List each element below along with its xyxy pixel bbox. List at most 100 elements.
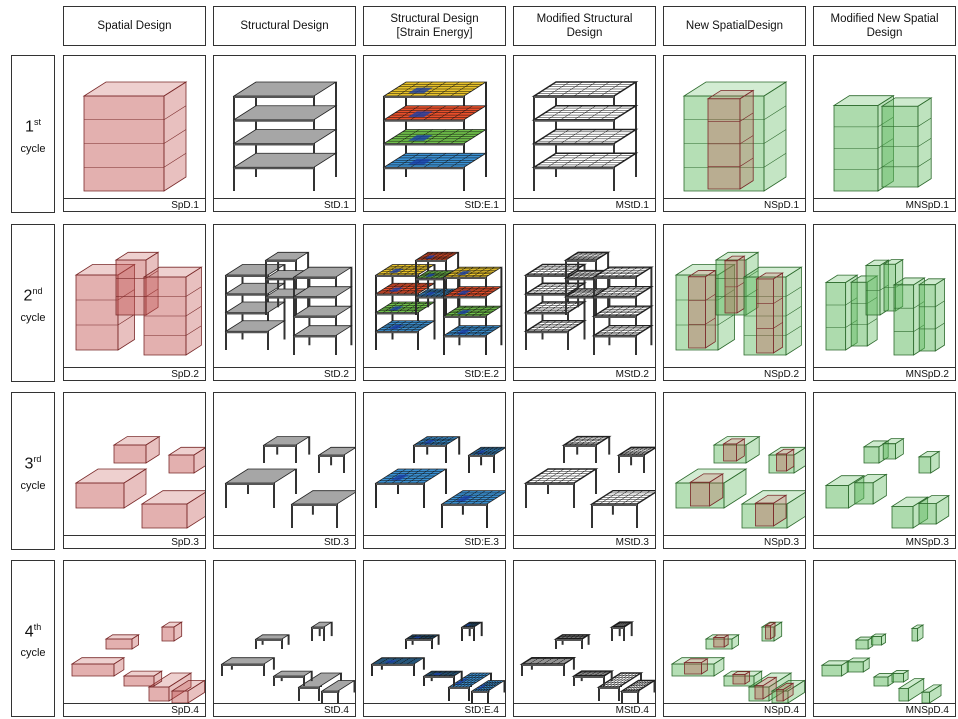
cell-strain-cycle-3: StD:E.3 bbox=[363, 392, 506, 549]
cell-modstruct-cycle-2: MStD.2 bbox=[513, 224, 656, 381]
spatial-box bbox=[881, 437, 905, 460]
design-illustration bbox=[220, 621, 355, 703]
spatial-box bbox=[674, 263, 736, 351]
cell-spatial-cycle-1: SpD.1 bbox=[63, 55, 206, 212]
spatial-box bbox=[775, 448, 796, 472]
spatial-box bbox=[104, 634, 140, 650]
spatial-box bbox=[880, 97, 933, 188]
spatial-box bbox=[775, 682, 795, 702]
structure-frame bbox=[262, 436, 311, 463]
design-label: NSpD.2 bbox=[664, 367, 805, 380]
design-label: MStD.1 bbox=[514, 198, 655, 211]
structure-frame bbox=[374, 468, 448, 508]
design-label: MNSpD.2 bbox=[814, 367, 955, 380]
spatial-box bbox=[731, 670, 751, 685]
structure-frame bbox=[470, 680, 505, 703]
spatial-box bbox=[682, 81, 788, 192]
design-illustration bbox=[382, 81, 488, 191]
structure-frame bbox=[414, 251, 460, 315]
spatial-box bbox=[747, 672, 793, 702]
cell-strain-cycle-2: StD:E.2 bbox=[363, 224, 506, 381]
spatial-box bbox=[917, 450, 941, 474]
spatial-box bbox=[920, 684, 943, 703]
cell-struct-cycle-1: StD.1 bbox=[213, 55, 356, 212]
design-illustration bbox=[519, 621, 655, 703]
design-illustration bbox=[674, 435, 805, 529]
design-label: MStD.2 bbox=[514, 367, 655, 380]
cell-spatial-cycle-3: SpD.3 bbox=[63, 392, 206, 549]
structure-frame bbox=[232, 81, 338, 191]
design-illustration bbox=[74, 435, 205, 529]
structure-frame bbox=[619, 679, 655, 703]
structure-frame bbox=[412, 436, 461, 463]
spatial-box bbox=[723, 255, 746, 314]
design-label: StD.3 bbox=[214, 535, 355, 548]
column-header-spatial-design: Spatial Design bbox=[63, 6, 206, 46]
design-illustration bbox=[82, 81, 188, 192]
cell-newspatial-cycle-2: NSpD.2 bbox=[663, 224, 806, 381]
structure-frame bbox=[320, 680, 355, 703]
design-label: SpD.3 bbox=[64, 535, 205, 548]
design-label: StD:E.4 bbox=[364, 703, 505, 716]
spatial-box bbox=[853, 473, 888, 505]
cell-spatial-cycle-2: SpD.2 bbox=[63, 224, 206, 381]
design-illustration bbox=[70, 621, 205, 703]
column-header-modified-new-spatial: Modified New Spatial Design bbox=[813, 6, 956, 46]
design-label: SpD.4 bbox=[64, 703, 205, 716]
column-header-structural-design: Structural Design bbox=[213, 6, 356, 46]
design-illustration bbox=[682, 81, 788, 192]
cell-newspatial-cycle-3: NSpD.3 bbox=[663, 392, 806, 549]
spatial-box bbox=[706, 89, 755, 190]
design-illustration bbox=[824, 437, 951, 529]
column-header-new-spatial: New SpatialDesign bbox=[663, 6, 806, 46]
design-label: SpD.1 bbox=[64, 198, 205, 211]
spatial-box bbox=[917, 494, 951, 525]
spatial-box bbox=[854, 636, 875, 650]
spatial-box bbox=[712, 634, 730, 648]
cycle-number: 4th bbox=[24, 621, 42, 641]
spatial-box bbox=[740, 490, 805, 529]
spatial-box bbox=[870, 633, 887, 646]
structure-frame bbox=[553, 634, 592, 649]
spatial-box bbox=[770, 679, 805, 703]
cycle-word: cycle bbox=[20, 479, 46, 492]
design-label: NSpD.1 bbox=[664, 198, 805, 211]
row-label-cycle-4: 4th cycle bbox=[11, 560, 55, 717]
cell-newspatial-cycle-1: NSpD.1 bbox=[663, 55, 806, 212]
structure-frame bbox=[374, 264, 436, 350]
structure-frame bbox=[523, 263, 587, 350]
cycle-word: cycle bbox=[20, 311, 46, 324]
spatial-box bbox=[714, 251, 760, 316]
structure-frame bbox=[220, 657, 276, 676]
spatial-box bbox=[70, 656, 126, 677]
spatial-box bbox=[764, 622, 777, 640]
cell-modstruct-cycle-4: MStD.4 bbox=[513, 560, 656, 717]
structure-frame bbox=[404, 634, 440, 649]
cell-strain-cycle-4: StD:E.4 bbox=[363, 560, 506, 717]
structure-frame bbox=[460, 621, 484, 641]
design-label: StD:E.3 bbox=[364, 535, 505, 548]
spatial-box bbox=[820, 660, 850, 677]
cell-struct-cycle-4: StD.4 bbox=[213, 560, 356, 717]
design-illustration bbox=[232, 81, 338, 191]
cell-modstruct-cycle-1: MStD.1 bbox=[513, 55, 656, 212]
structure-frame bbox=[297, 672, 343, 701]
design-illustration bbox=[820, 624, 943, 703]
spatial-box bbox=[755, 272, 785, 354]
structure-frame bbox=[422, 670, 464, 686]
design-illustration bbox=[670, 621, 805, 703]
design-illustration bbox=[531, 81, 639, 191]
cell-modnew-cycle-3: MNSpD.3 bbox=[813, 392, 956, 549]
design-illustration bbox=[824, 258, 946, 356]
spatial-box bbox=[114, 251, 160, 316]
design-label: StD.1 bbox=[214, 198, 355, 211]
column-header-modified-structural: Modified Structural Design bbox=[513, 6, 656, 46]
cell-newspatial-cycle-4: NSpD.4 bbox=[663, 560, 806, 717]
structure-frame bbox=[264, 251, 310, 315]
spatial-box bbox=[683, 658, 709, 675]
design-label: MStD.3 bbox=[514, 535, 655, 548]
cycle-word: cycle bbox=[20, 142, 46, 155]
spatial-box bbox=[170, 679, 205, 703]
cell-modstruct-cycle-3: MStD.3 bbox=[513, 392, 656, 549]
row-label-cycle-2: 2nd cycle bbox=[11, 224, 55, 382]
